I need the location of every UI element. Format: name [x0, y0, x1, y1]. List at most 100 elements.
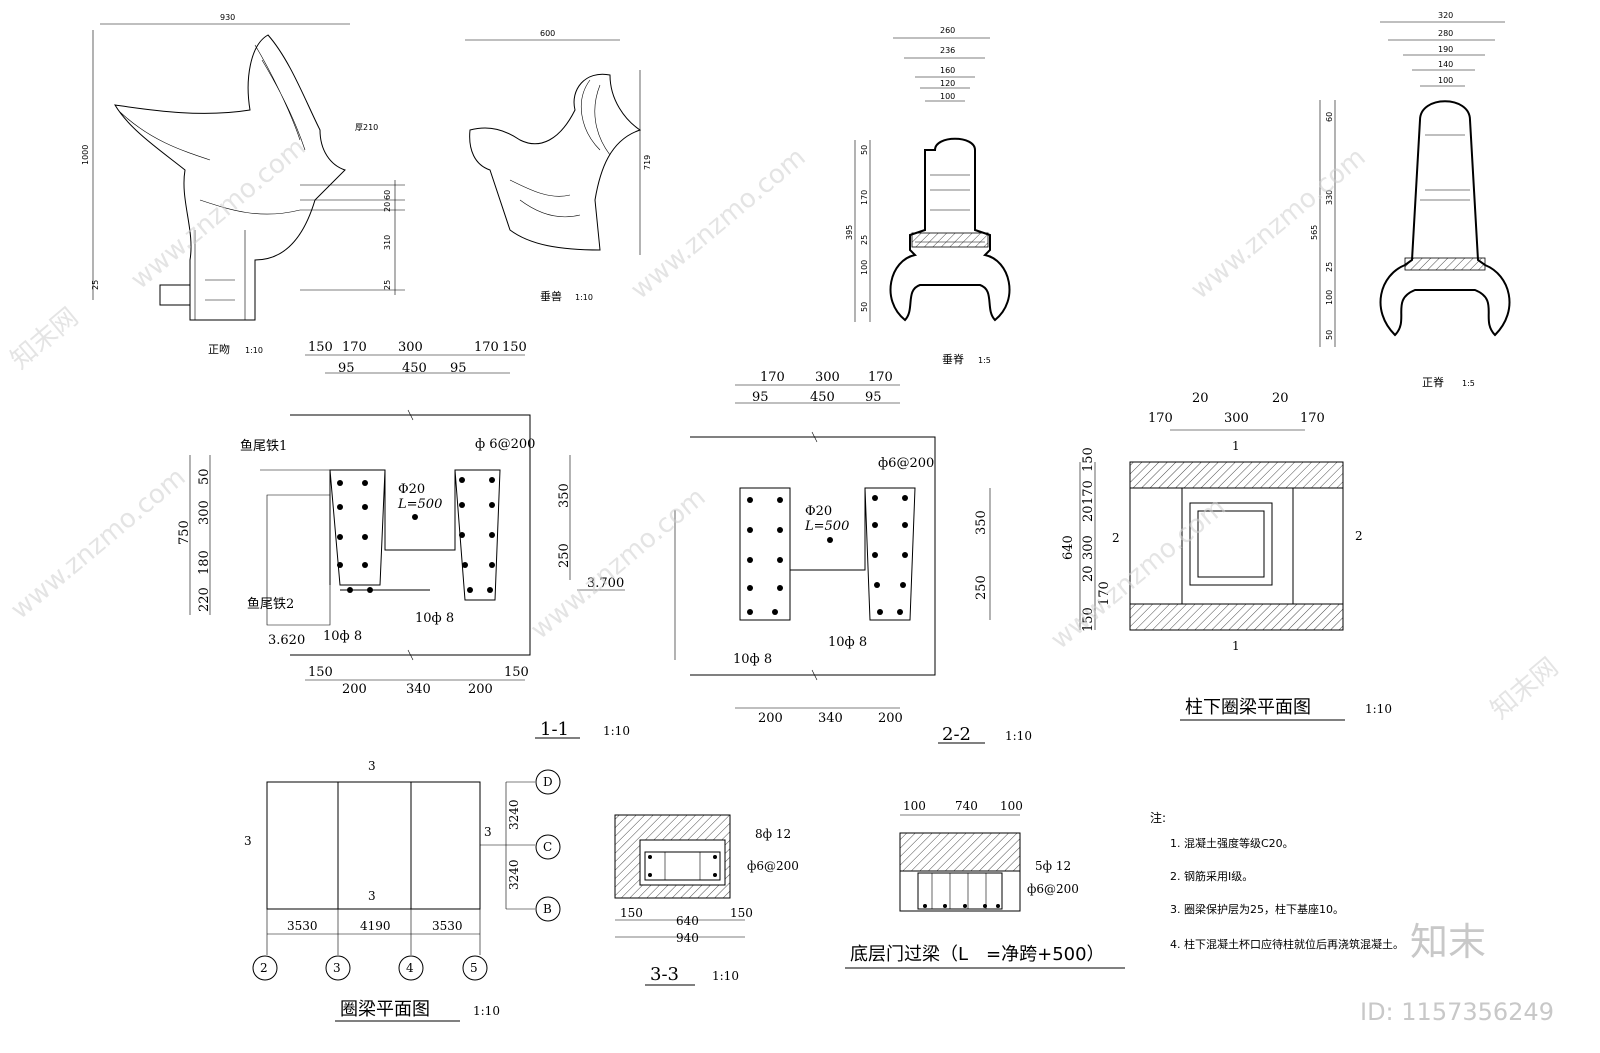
- s22-bar1: 10ф 8: [733, 652, 772, 667]
- s11-el2: 3.620: [268, 633, 305, 648]
- cp-scale: 1:10: [1365, 702, 1392, 716]
- zhengji-total: 565: [1310, 225, 1319, 240]
- s33-title: 3-3: [650, 964, 679, 985]
- wm-brand-2: 知末网: [1485, 652, 1564, 725]
- zhengwen-dim-20: 20: [383, 202, 392, 212]
- s11-top-3: 170: [474, 340, 499, 355]
- chuiji-h3: 25: [860, 235, 869, 245]
- notes: 注: 1. 混凝土强度等级C20。 2. 钢筋采用Ⅰ级。 3. 圈梁保护层为25…: [1150, 810, 1404, 951]
- s11-bar1: 10ф 8: [415, 611, 454, 626]
- s11-top-4: 150: [502, 340, 527, 355]
- s11-fish1: 鱼尾铁1: [240, 438, 287, 454]
- rp-axis-B: B: [543, 902, 552, 916]
- lt-bar: 5ф 12: [1035, 859, 1071, 873]
- zhengji-w5: 100: [1438, 76, 1453, 85]
- s11-phi: Φ20: [398, 482, 425, 497]
- cp-left-6: 150: [1081, 607, 1096, 632]
- s22-bar2: 10ф 8: [828, 635, 867, 650]
- zhengji-scale: 1:5: [1462, 379, 1475, 388]
- cp-title: 柱下圈梁平面图: [1185, 697, 1311, 718]
- cp-mark2-left: 2: [1112, 531, 1120, 545]
- chuiji-w4: 120: [940, 79, 955, 88]
- zhengwen-title: 正吻: [208, 343, 230, 356]
- s22-top-0: 170: [760, 370, 785, 385]
- zhengji-title: 正脊: [1422, 375, 1444, 389]
- zhengji-h2: 330: [1325, 190, 1334, 205]
- ring-beam-plan: 2 3 4 5 D C B 3530 4190 3530 3240 3240 3…: [244, 759, 561, 1022]
- chuiji-h5: 50: [860, 302, 869, 312]
- rp-axis-2: 2: [260, 961, 268, 975]
- cp-left-3: 300: [1081, 535, 1096, 560]
- wm-6: www.znzmo.com: [1045, 492, 1231, 655]
- section-1-1: 150 170 300 170 150 95 450 95 150 200 34…: [177, 340, 630, 740]
- s33-dim-2: 150: [730, 906, 753, 920]
- s11-top-2: 300: [398, 340, 423, 355]
- s22-len: L=500: [804, 519, 849, 534]
- note-4: 4. 柱下混凝土杯口应待柱就位后再浇筑混凝土。: [1170, 937, 1404, 951]
- zhengwen-dim-25: 25: [383, 280, 392, 290]
- zhengwen-dim-25b: 25: [91, 280, 100, 290]
- cp-top-2: 300: [1224, 411, 1249, 426]
- chuiji-w3: 160: [940, 66, 955, 75]
- rp-axis-D: D: [543, 775, 553, 789]
- cp-mark1-bot: 1: [1232, 639, 1240, 653]
- chuiji-total: 395: [845, 225, 854, 240]
- chuiji-title: 垂脊: [942, 352, 964, 366]
- rp-span-1: 4190: [360, 919, 391, 933]
- rp-axis-C: C: [543, 840, 552, 854]
- chuiji-w1: 260: [940, 26, 955, 35]
- lintel-detail: 100 740 100 5ф 12 ф6@200 底层门过梁（L =净跨+500…: [845, 799, 1125, 969]
- s11-title: 1-1: [540, 719, 569, 740]
- wm-4: www.znzmo.com: [5, 462, 191, 625]
- s22-top2-2: 95: [865, 390, 882, 405]
- chuiji-h4: 100: [860, 260, 869, 275]
- lt-dim-1: 740: [955, 799, 978, 813]
- s22-phi: Φ20: [805, 504, 832, 519]
- lt-dim-2: 100: [1000, 799, 1023, 813]
- cp-top-3: 20: [1272, 391, 1289, 406]
- s11-top2-1: 450: [402, 361, 427, 376]
- zhengji-h3: 25: [1325, 262, 1334, 272]
- cp-left-0: 150: [1081, 447, 1096, 472]
- s11-top-0: 150: [308, 340, 333, 355]
- zhengji-w1: 320: [1438, 11, 1453, 20]
- s11-top-1: 170: [342, 340, 367, 355]
- cp-top-4: 170: [1300, 411, 1325, 426]
- rp-cut-left: 3: [244, 834, 252, 848]
- zhengwen-width: 930: [220, 13, 235, 22]
- chuishou-drawing: 600 719 垂兽 1:10: [465, 29, 652, 303]
- s11-bot-4: 150: [504, 665, 529, 680]
- cp-left-5: 170: [1097, 581, 1112, 606]
- zhengji-w2: 280: [1438, 29, 1453, 38]
- wm-5: www.znzmo.com: [525, 482, 711, 645]
- zhengwen-height: 1000: [81, 145, 90, 165]
- chuiji-h1: 50: [860, 145, 869, 155]
- lt-dim-0: 100: [903, 799, 926, 813]
- s33-dim-1: 640: [676, 914, 699, 928]
- rp-axis-5: 5: [470, 961, 478, 975]
- s11-bot-1: 200: [342, 682, 367, 697]
- s11-bot-0: 150: [308, 665, 333, 680]
- zhengwen-scale: 1:10: [245, 346, 263, 355]
- section-3-3: 8ф 12 ф6@200 150 640 150 940 3-3 1:10: [614, 814, 799, 986]
- s11-right-1: 250: [557, 543, 572, 568]
- note-3: 3. 圈梁保护层为25，柱下基座10。: [1170, 902, 1344, 916]
- zhengji-h5: 50: [1325, 330, 1334, 340]
- s22-top2-0: 95: [752, 390, 769, 405]
- wm-2: www.znzmo.com: [625, 142, 811, 305]
- lt-stir: ф6@200: [1027, 882, 1079, 896]
- s11-top2-0: 95: [338, 361, 355, 376]
- s33-stir: ф6@200: [747, 859, 799, 873]
- zhengwen-dim-60: 60: [383, 190, 392, 200]
- s11-left-1: 300: [197, 500, 212, 525]
- s22-right-0: 350: [974, 510, 989, 535]
- s33-total: 940: [676, 931, 699, 945]
- chuiji-h2: 170: [860, 190, 869, 205]
- rp-cut-top: 3: [368, 759, 376, 773]
- cp-mark1-top: 1: [1232, 439, 1240, 453]
- note-2: 2. 钢筋采用Ⅰ级。: [1170, 869, 1253, 883]
- s22-bot-2: 200: [878, 711, 903, 726]
- s11-scale: 1:10: [603, 724, 630, 738]
- s11-right-0: 350: [557, 483, 572, 508]
